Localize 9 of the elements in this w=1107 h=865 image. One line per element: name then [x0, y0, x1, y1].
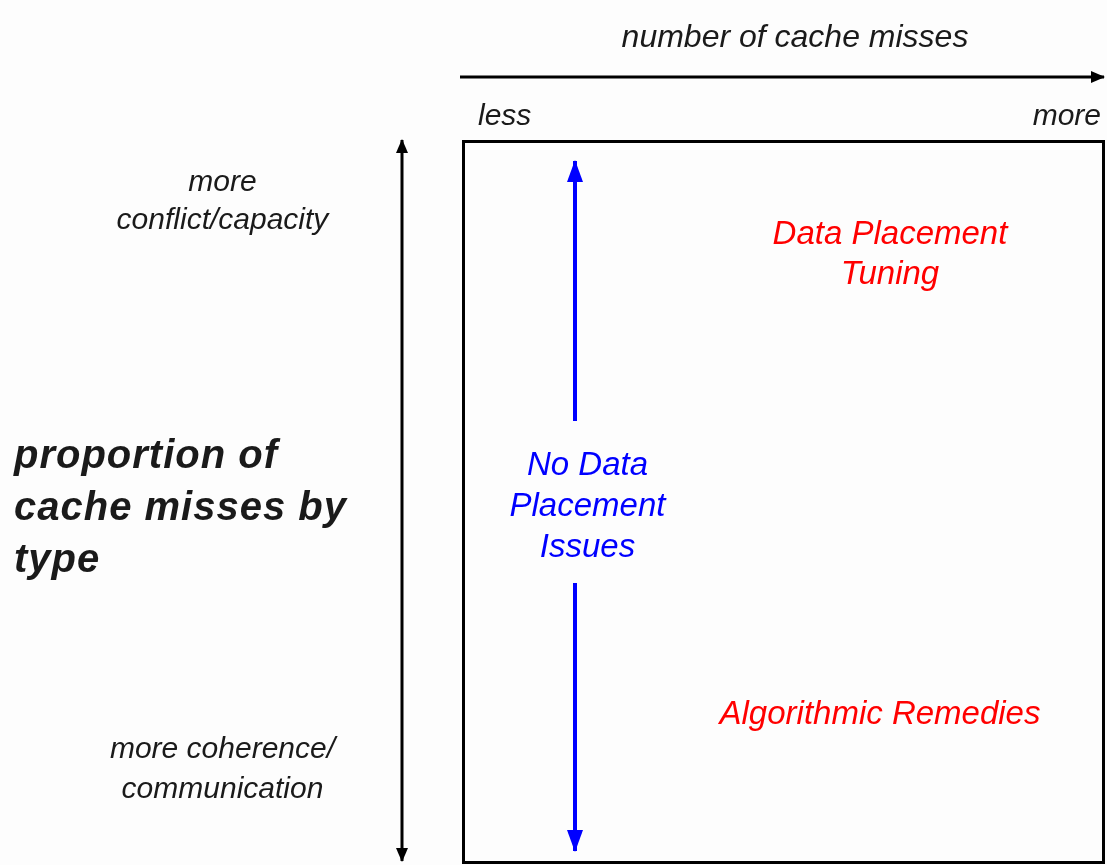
axis-label: more coherence/ communication: [108, 730, 339, 806]
axis-label: less: [478, 97, 532, 133]
axis-label: proportion of cache misses by type: [14, 431, 349, 582]
axis-label: more conflict/capacity: [115, 163, 331, 237]
quadrant-label: Algorithmic Remedies: [660, 693, 1100, 733]
axis-label: number of cache misses: [620, 17, 970, 56]
axis-label: more: [1032, 97, 1101, 133]
quadrant-label: Data Placement Tuning: [720, 213, 1060, 293]
chart-frame: [462, 140, 1105, 864]
